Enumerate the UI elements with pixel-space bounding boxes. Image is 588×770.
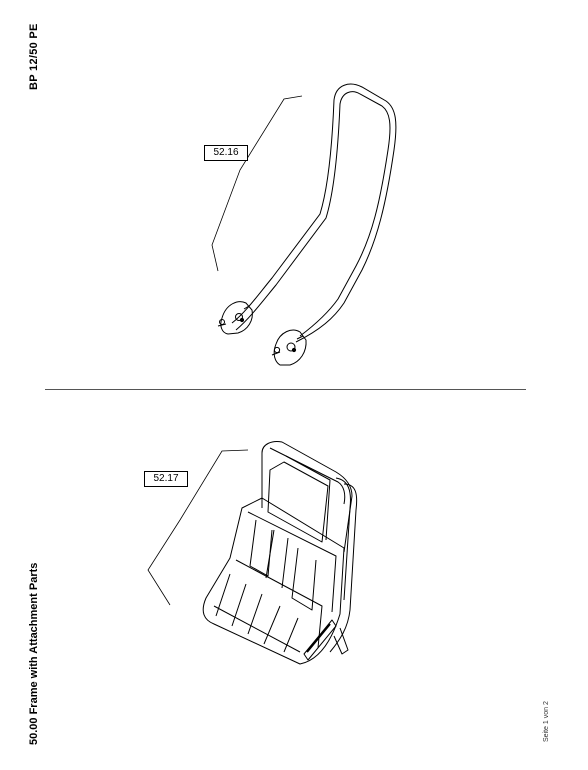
section-divider xyxy=(45,389,526,390)
callout-52-16: 52.16 xyxy=(204,145,248,161)
leader-line-52-16 xyxy=(211,95,303,272)
callout-52-17: 52.17 xyxy=(144,471,188,487)
frame-drawing xyxy=(202,441,358,665)
handle-bar-drawing xyxy=(217,83,397,366)
leader-line-52-17 xyxy=(147,449,249,606)
